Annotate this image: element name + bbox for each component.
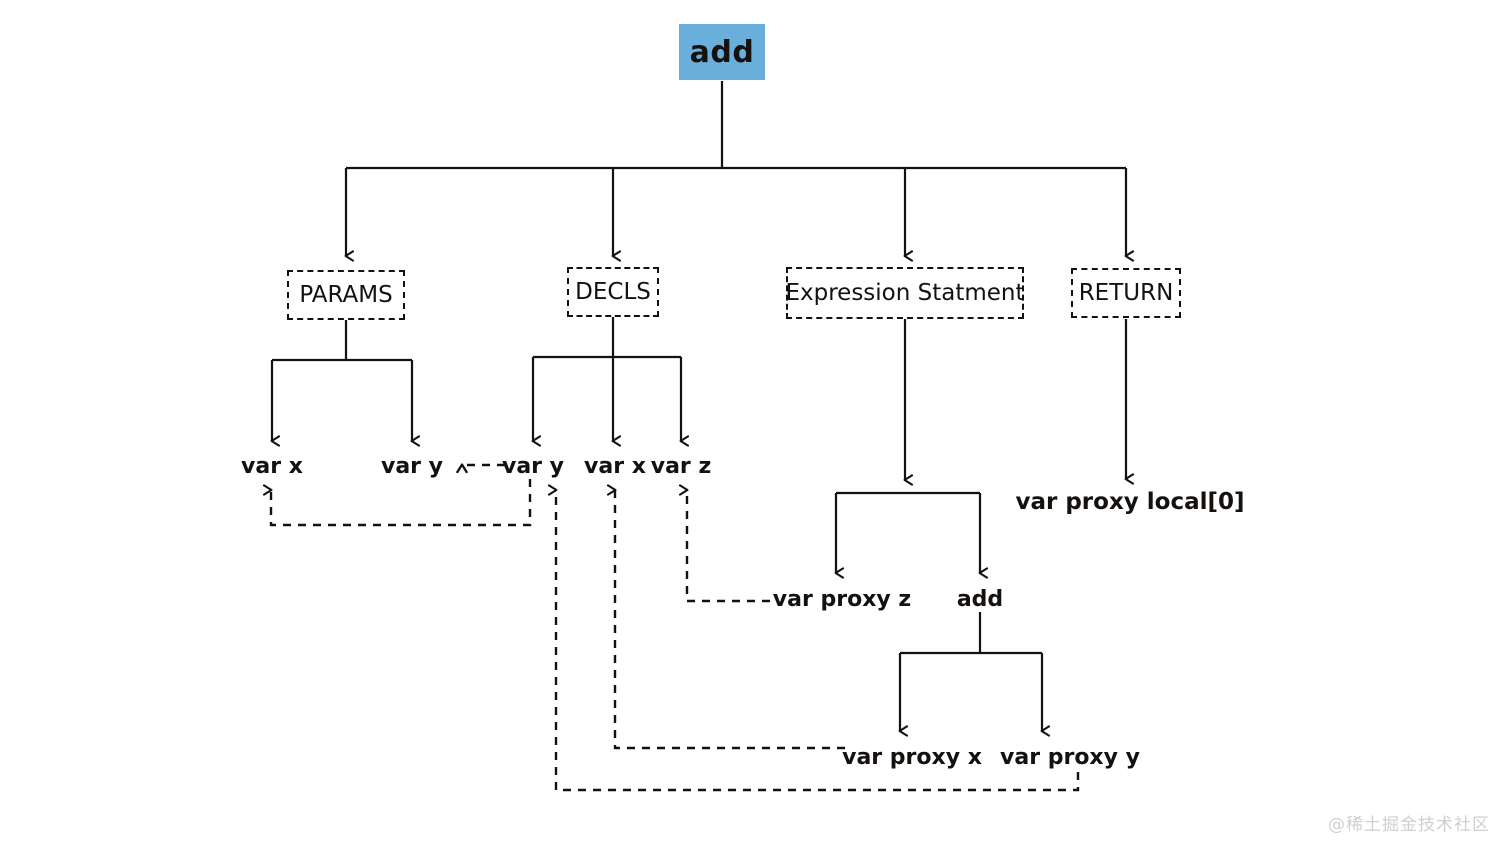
node-return-label: RETURN — [1078, 280, 1174, 306]
dashed-edge-decls-vary-to-params-varx — [262, 479, 532, 527]
node-params-var-x[interactable]: var x — [241, 454, 303, 479]
node-expression-statement[interactable]: Expression Statment — [785, 267, 1025, 319]
node-decls-var-x[interactable]: var x — [584, 454, 646, 479]
node-decls-label: DECLS — [575, 279, 651, 305]
node-var-proxy-x[interactable]: var proxy x — [842, 745, 982, 770]
node-root-add[interactable]: add — [679, 24, 765, 80]
dashed-edge-proxyx-to-decls-varx — [606, 484, 845, 750]
dashed-edge-proxyz-to-decls-varz — [678, 484, 770, 603]
node-params-label: PARAMS — [299, 282, 393, 308]
node-decls-var-y[interactable]: var y — [501, 454, 565, 479]
node-var-proxy-z[interactable]: var proxy z — [772, 587, 912, 612]
watermark: @稀土掘金技术社区 — [1328, 815, 1490, 835]
node-decls[interactable]: DECLS — [567, 267, 659, 317]
node-call-add[interactable]: add — [956, 587, 1004, 612]
node-root-add-label: add — [689, 34, 755, 70]
node-decls-var-z[interactable]: var z — [650, 454, 712, 479]
node-var-proxy-y[interactable]: var proxy y — [1000, 745, 1140, 770]
node-return-var-proxy-local[interactable]: var proxy local[0] — [1015, 489, 1245, 515]
node-params[interactable]: PARAMS — [287, 270, 405, 320]
dashed-edge-proxyy-to-decls-vary — [547, 484, 1080, 792]
node-params-var-y[interactable]: var y — [380, 454, 444, 479]
node-expression-statement-label: Expression Statment — [785, 280, 1025, 306]
node-return[interactable]: RETURN — [1071, 268, 1181, 318]
